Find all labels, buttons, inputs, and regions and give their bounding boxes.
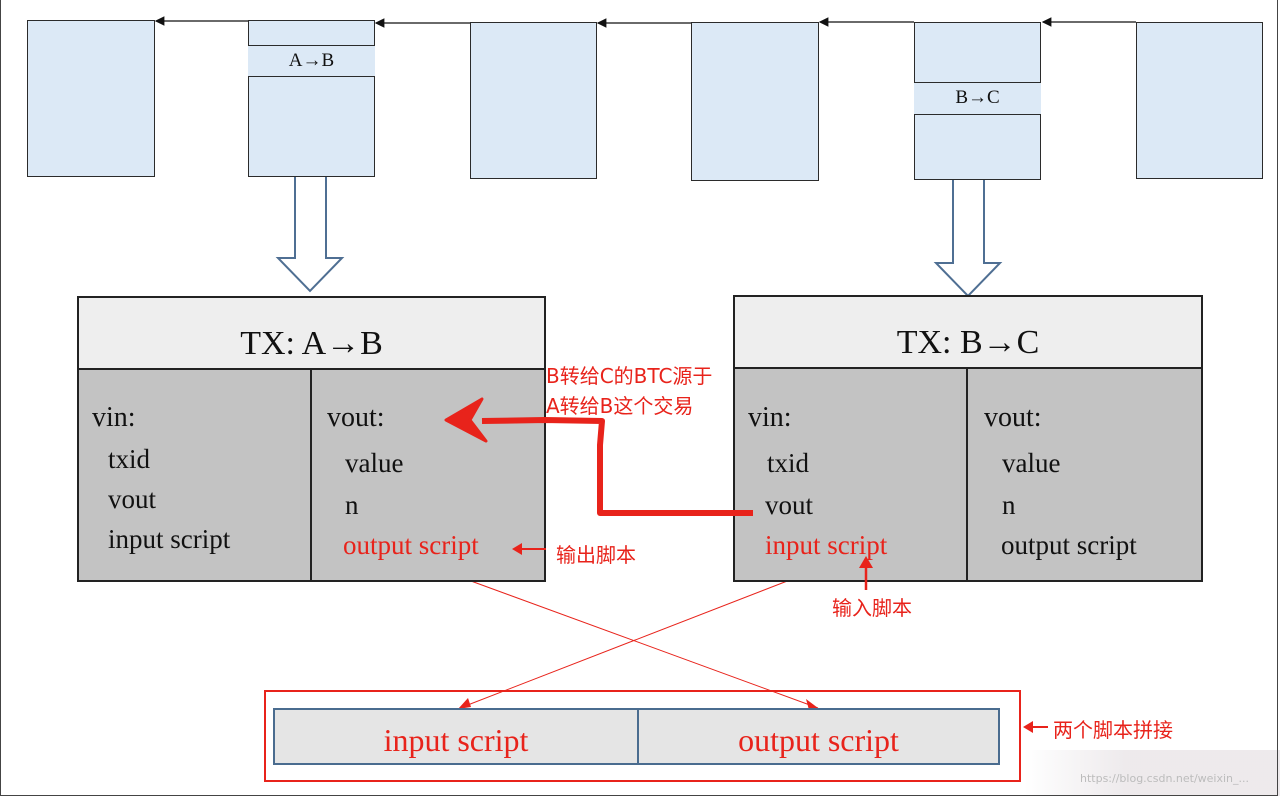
combined-script-highlight (264, 690, 1021, 782)
source-note-line1: B转给C的BTC源于 (546, 364, 713, 388)
source-note-line2: A转给B这个交易 (546, 394, 694, 418)
cross-line-output (429, 565, 819, 709)
tx-a-to-b-vin (79, 370, 312, 580)
tx-b-to-c-vout-output-script: output script (1001, 530, 1137, 560)
chain-block-6 (1136, 22, 1263, 179)
tx-a-to-b-vin-txid: txid (108, 444, 151, 474)
tx-a-to-b-vout-value: value (345, 448, 404, 478)
chain-block-3 (470, 22, 597, 179)
watermark-text: https://blog.csdn.net/weixin_... (1080, 772, 1250, 785)
combined-output-script: output script (738, 722, 899, 758)
tx-b-to-c-title: TX: B→C (735, 297, 1201, 369)
tx-b-to-c-vout-title: vout: (984, 402, 1042, 433)
tx-b-to-c-vin-txid: txid (767, 448, 810, 478)
tx-b-to-c-vout-n: n (1002, 490, 1016, 520)
chain-block-2-tx-label: A→B (248, 45, 375, 77)
tx-a-to-b-vin-vout: vout (108, 484, 157, 514)
combined-divider (637, 710, 639, 763)
input-script-note: 输入脚本 (832, 596, 912, 620)
tx-b-to-c-vout-value: value (1002, 448, 1061, 478)
tx-b-to-c: TX: B→C (733, 295, 1203, 582)
tx-b-to-c-vin-vout: vout (765, 490, 814, 520)
chain-block-5-tx-label: B→C (914, 82, 1041, 115)
tx-a-to-b-vin-title: vin: (92, 402, 136, 433)
chain-block-4 (691, 22, 819, 181)
tx-a-to-b-title: TX: A→B (79, 298, 544, 370)
tx-b-to-c-vin-input-script: input script (765, 530, 888, 560)
concat-note: 两个脚本拼接 (1053, 718, 1173, 742)
watermark-backdrop (1024, 750, 1280, 796)
tx-a-to-b-vin-input-script: input script (108, 524, 231, 554)
tx-a-to-b-vout-n: n (345, 490, 359, 520)
cross-line-input (459, 565, 827, 709)
combined-script-bar: input script output script (273, 708, 1000, 765)
tx-b-to-c-vin (735, 369, 968, 580)
tx-b-to-c-vin-title: vin: (748, 402, 792, 433)
chain-block-2 (248, 20, 375, 177)
tx-a-to-b-vout-title: vout: (327, 402, 385, 433)
tx-a-to-b-vout-output-script: output script (343, 530, 479, 560)
combined-input-script: input script (383, 722, 529, 758)
chain-block-1 (27, 20, 155, 177)
cross-arrowhead-right (806, 699, 818, 710)
cross-arrowhead-left (458, 698, 471, 709)
output-script-note: 输出脚本 (556, 543, 636, 567)
